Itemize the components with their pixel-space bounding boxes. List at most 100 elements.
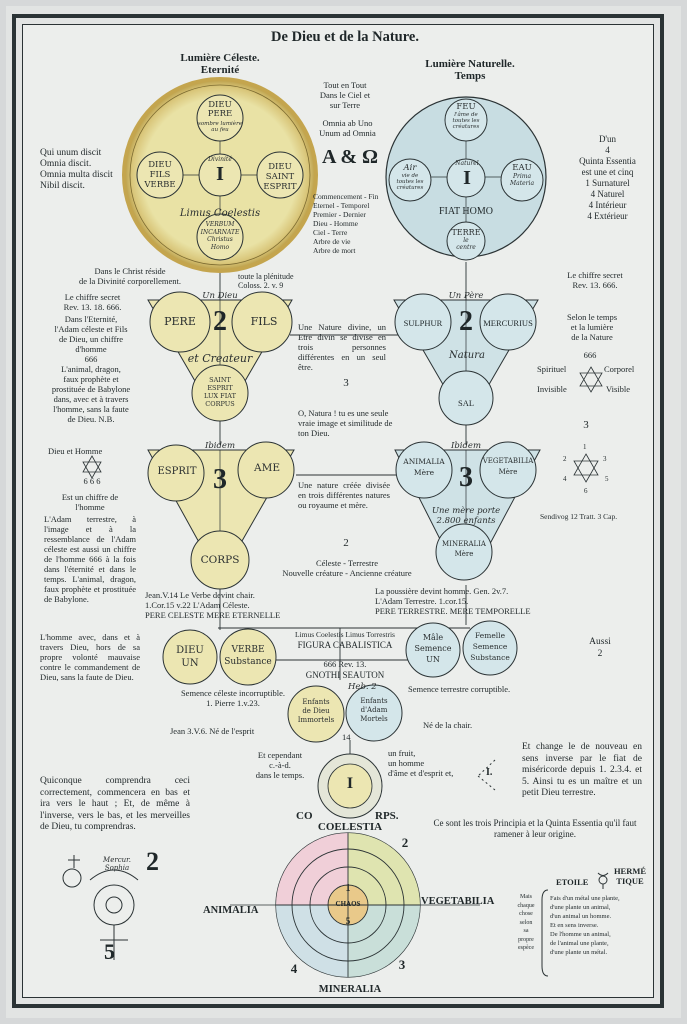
hex-num-4: 4	[563, 475, 567, 483]
outer-frame	[12, 14, 664, 1008]
male-semence: Mâle Semence UN	[414, 633, 452, 664]
ne-de-la-chair: Né de la chair.	[423, 720, 473, 730]
dieu-fils: DIEU FILS VERBE	[144, 160, 176, 190]
et-cependant: Et cependant c.-à-d. dans le temps.	[255, 750, 305, 780]
wheel-n1: 1	[345, 883, 351, 894]
air-sub: vie de toutes les créatures	[396, 173, 424, 191]
wheel-n3: 3	[398, 957, 406, 972]
opposites-list: Commencement - Fin Eternel - Temporel Pr…	[313, 192, 379, 255]
saint-esprit: SAINT ESPRIT LUX FIAT CORPUS	[204, 376, 236, 408]
hex-num-2: 2	[563, 455, 567, 463]
natura: Natura	[449, 350, 485, 361]
verbum: VERBUM INCARNATE Christus Homo	[200, 221, 240, 251]
note-adam-celeste: Dans l'Eternité, l'Adam céleste et Fils …	[51, 314, 131, 424]
fais-d-un-metal: Fais d'un métal une plante, d'une plante…	[550, 895, 620, 956]
left-triangle-2	[147, 441, 295, 590]
terre-sub: le centre	[456, 237, 476, 251]
un-dieu: Un Dieu	[202, 291, 238, 301]
note-plenitude: toute la plénitude Coloss. 2. v. 9	[238, 272, 294, 290]
hex-num-1: 1	[583, 443, 587, 451]
mercur-sophia: Mercur. Sophia	[103, 856, 131, 872]
naturel: Naturel	[455, 160, 479, 167]
note-chiffre-secret-left: Le chiffre secret Rev. 13. 18. 666.	[63, 292, 122, 312]
right-triangle-1	[393, 293, 539, 426]
wheel-animalia: ANIMALIA	[203, 905, 259, 916]
natural-circle	[385, 96, 547, 261]
rev-666: 666 Rev. 13.	[323, 659, 367, 669]
right-triangle-2	[394, 441, 541, 581]
note-christ: Dans le Christ réside de la Divinité cor…	[79, 266, 181, 286]
ibidem-left: Ibidem	[204, 441, 236, 451]
animalia-mere: ANIMALIA Mère	[403, 457, 445, 477]
tri-left-three: 3	[213, 464, 227, 495]
dieu-pere-sub: sombre lumière au feu	[198, 121, 242, 133]
une-mere-porte: Une mère porte 2.800 enfants	[431, 506, 501, 526]
note-spirituel: Spirituel	[537, 364, 567, 374]
mercurius: MERCURIUS	[483, 318, 533, 328]
un-pere: Un Père	[448, 291, 484, 301]
figura-cabalistica: FIGURA CABALISTICA	[297, 640, 393, 650]
wheel-n2: 2	[401, 835, 409, 850]
semence-terrestre: Semence terrestre corruptible.	[408, 684, 511, 694]
ibidem-right: Ibidem	[450, 441, 482, 451]
wheel-n4: 4	[290, 961, 298, 976]
enfants-d-adam: Enfants d'Adam Mortels	[360, 697, 388, 723]
omnia-text: Omnia ab Uno Unum ad Omnia	[319, 118, 376, 138]
small-circle-one: I	[346, 775, 354, 792]
note-visible: Visible	[606, 384, 631, 394]
alchemical-symbol-icon	[62, 855, 139, 960]
dieu-pere: DIEU PERE	[207, 100, 233, 119]
sym-five: 5	[104, 939, 115, 964]
note-three-right: 3	[583, 419, 589, 431]
feu: FEU	[456, 102, 476, 112]
natural-center: I	[463, 167, 471, 189]
semence-celeste: Semence céleste incorruptible. 1. Pierre…	[180, 688, 286, 708]
eau-sub: Prima Materia	[509, 173, 535, 187]
note-homme-avec: L'homme avec, dans et à travers Dieu, ho…	[40, 632, 140, 682]
etoile: ETOILE	[556, 877, 589, 887]
hex-num-3: 3	[603, 455, 607, 463]
tout-en-tout: Tout en Tout Dans le Ciel et sur Terre	[319, 80, 371, 110]
small-cross-circle	[317, 753, 383, 819]
fiat-homo: FIAT HOMO	[439, 206, 493, 217]
et-createur: et Createur	[187, 352, 253, 365]
bottom-left-text: Quiconque comprendra ceci correctement, …	[40, 776, 190, 832]
wheel-n5: 5	[345, 916, 351, 926]
note-aussi: Aussi 2	[589, 637, 611, 659]
sulphur: SULPHUR	[403, 318, 443, 328]
divinite: Divinité	[208, 156, 232, 163]
poussiere-text: La poussière devint homme. Gen. 2v.7. L'…	[375, 586, 531, 616]
note-sendivog: Sendivog 12 Tratt. 3 Cap.	[540, 512, 618, 521]
dieu-saint-esprit: DIEU SAINT ESPRIT	[263, 162, 297, 192]
num-14: 14	[342, 732, 351, 742]
air: Air	[403, 163, 417, 173]
tri-ame: AME	[254, 462, 280, 474]
elements-wheel	[230, 832, 480, 978]
tri-pere: PERE	[164, 315, 196, 328]
note-selon: Selon le temps et la lumière de la Natur…	[566, 312, 618, 342]
note-corporel: Corporel	[604, 364, 635, 374]
tri-left-two: 2	[213, 306, 227, 337]
note-dieu-homme: Dieu et Homme	[48, 446, 103, 456]
enfants-de-dieu: Enfants de Dieu Immortels	[297, 698, 335, 724]
alpha-omega: A & Ω	[321, 146, 378, 168]
nature-creee: Une nature créée divisée en trois différ…	[298, 480, 390, 510]
note-invisible: Invisible	[537, 384, 567, 394]
header-naturelle: Lumière Naturelle. Temps	[425, 58, 515, 82]
femelle-semence: Femelle Semence Substance	[470, 631, 510, 662]
o-natura: O, Natura ! tu es une seule vraie image …	[298, 408, 393, 438]
gnothi-seauton: GNOTHI SEAUTON	[305, 670, 385, 680]
left-triangle-1	[147, 291, 293, 422]
feu-sub: l'âme de toutes les créatures	[452, 112, 480, 130]
terre: TERRE	[451, 228, 481, 237]
center-two: 2	[343, 537, 349, 549]
un-fruit: un fruit, un homme d'âme et d'esprit et,	[388, 748, 454, 778]
tri-right-two: 2	[459, 306, 473, 337]
co-label: CO	[296, 810, 313, 822]
rps-label: RPS.	[375, 810, 399, 822]
tri-esprit: ESPRIT	[157, 466, 197, 477]
dieu-un: DIEU UN	[176, 645, 204, 669]
principia-text: Ce sont les trois Principia et la Quinta…	[433, 818, 637, 839]
note-adam-terrestre: L'Adam terrestre, à l'image et à la ress…	[44, 514, 136, 604]
